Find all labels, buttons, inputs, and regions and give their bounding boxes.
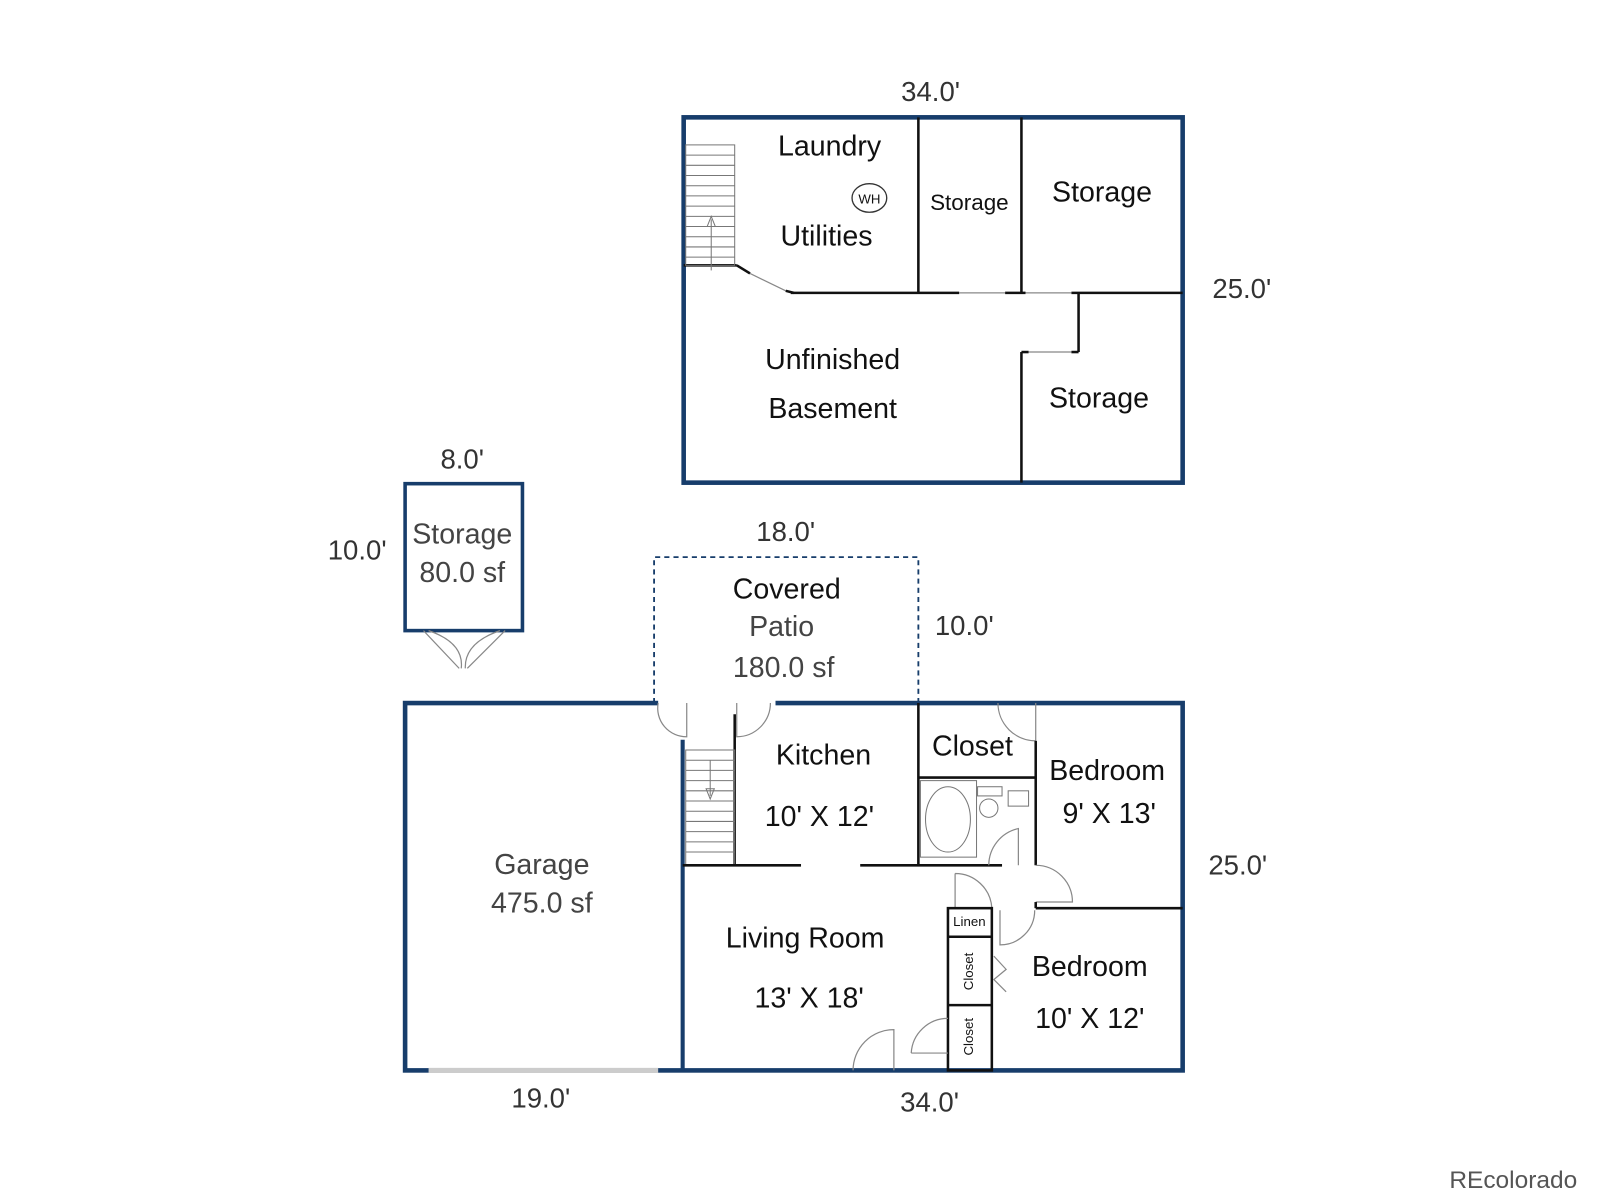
patio-height-dim: 10.0': [935, 610, 994, 641]
room-label-bedroom-2: Bedroom: [1032, 951, 1148, 983]
main-width-dim: 34.0': [900, 1086, 959, 1117]
basement-outline: [681, 115, 1185, 485]
entry-doors: [657, 702, 1037, 742]
garage-area: 475.0 sf: [491, 888, 593, 920]
room-label-bedroom-1: Bedroom: [1049, 755, 1165, 787]
room-label-laundry: Laundry: [778, 131, 882, 163]
patio-outline: [653, 556, 920, 704]
watermark-logo: REcolorado: [1449, 1167, 1577, 1194]
patio-width-dim: 18.0': [756, 516, 815, 547]
basement-width-dim: 34.0': [901, 76, 960, 107]
room-label-unfinished: Unfinished: [765, 344, 900, 376]
shed-label: Storage: [412, 518, 512, 550]
room-label-storage-bottom-right: Storage: [1049, 383, 1149, 415]
stairs-up-icon: [685, 144, 736, 271]
room-label-living-room: Living Room: [726, 922, 885, 954]
svg-text:WH: WH: [858, 192, 880, 207]
bedroom-2-size: 10' X 12': [1035, 1003, 1144, 1035]
shed-outline: [403, 481, 525, 633]
main-floor-plan: Garage 475.0 sf Kitchen 10' X 12' Closet…: [402, 700, 1267, 1117]
patio-area: 180.0 sf: [733, 652, 835, 684]
stairs-down-icon: [685, 749, 736, 866]
kitchen-size: 10' X 12': [765, 801, 874, 833]
garage-width-dim: 19.0': [511, 1082, 570, 1113]
patio-label: Patio: [749, 611, 814, 643]
room-label-basement: Basement: [768, 393, 897, 425]
shed-area: 80.0 sf: [419, 557, 505, 589]
room-label-closet-bottom: Closet: [961, 1018, 976, 1056]
basement-height-dim: 25.0': [1212, 273, 1271, 304]
bathroom-fixtures: [919, 780, 1030, 866]
patio-plan: Covered Patio 180.0 sf 18.0' 10.0': [653, 516, 994, 704]
water-heater-icon: WH: [851, 183, 888, 213]
room-label-closet-mid: Closet: [961, 952, 976, 990]
room-label-utilities: Utilities: [780, 220, 872, 252]
room-label-closet: Closet: [932, 731, 1013, 763]
shed-plan: Storage 80.0 sf 8.0' 10.0': [328, 444, 525, 669]
room-label-storage-top-right: Storage: [1052, 176, 1152, 208]
shed-width-dim: 8.0': [440, 444, 484, 475]
shed-height-dim: 10.0': [328, 534, 387, 565]
room-label-linen: Linen: [953, 914, 985, 929]
living-room-size: 13' X 18': [754, 983, 863, 1015]
double-door-icon: [423, 630, 506, 669]
room-label-kitchen: Kitchen: [776, 740, 871, 772]
main-height-dim: 25.0': [1208, 850, 1267, 881]
room-label-storage-small: Storage: [930, 190, 1009, 215]
room-label-garage: Garage: [494, 849, 589, 881]
patio-label-covered: Covered: [733, 573, 841, 605]
main-floor-outline: [402, 700, 1185, 1073]
basement-plan: WH Laundry Utilities Storage Storage Unf…: [681, 76, 1271, 485]
bedroom-1-size: 9' X 13': [1062, 798, 1155, 830]
